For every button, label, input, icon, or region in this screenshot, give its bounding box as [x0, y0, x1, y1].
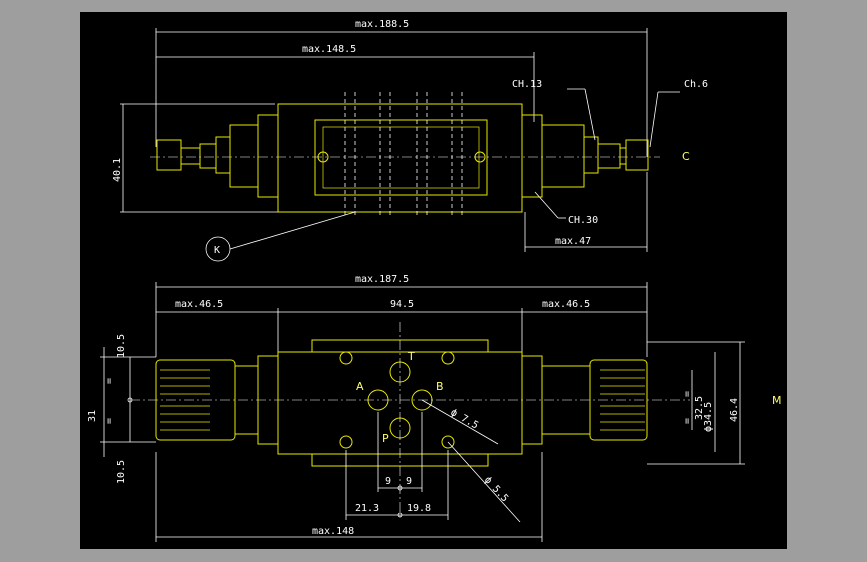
knob-left [156, 139, 182, 171]
dim-height-text: 40.1 [112, 158, 123, 182]
sleeve-left [229, 124, 259, 188]
dim-10-5-top: 10.5 [116, 334, 127, 358]
dim-9-right: 9 [406, 476, 412, 487]
dim-body-text: max.148.5 [302, 44, 356, 55]
knob-right [625, 139, 649, 171]
mount-hole-tl [339, 351, 353, 365]
stem-right [597, 143, 621, 169]
dim-overall-2-text: max.187.5 [355, 274, 409, 285]
port-b-label: B [436, 380, 444, 393]
top-view: max.188.5 max.148.5 40.1 [112, 19, 708, 262]
dim-eq-3: = [682, 391, 693, 397]
dim-34-5-text: ϕ34.5 [703, 402, 714, 432]
dim-phi75-text: ϕ 7.5 [449, 407, 481, 432]
knob-left-ribs [160, 369, 210, 431]
dim-ch13-text: CH.13 [512, 79, 542, 90]
dim-32-5-text: 32.5 [694, 396, 705, 420]
nut-right [521, 114, 543, 198]
dim-left-text: max.46.5 [175, 299, 223, 310]
mount-hole-bl [339, 435, 353, 449]
port-a-label: A [356, 380, 364, 393]
dim-right-text: max.46.5 [542, 299, 590, 310]
dim-31-text: 31 [87, 410, 98, 422]
lock-nut-right [583, 136, 599, 174]
valve-window [314, 119, 488, 196]
bottom-view: max.187.5 max.46.5 94.5 max.46.5 [87, 274, 782, 542]
dim-max148: max.148 [312, 526, 354, 537]
dim-46-4-text: 46.4 [729, 398, 740, 422]
valve-drawing: max.188.5 max.148.5 40.1 [87, 19, 782, 542]
port-t-label: T [407, 350, 415, 363]
nut-left [257, 114, 279, 198]
dim-19-8: 19.8 [407, 503, 431, 514]
mount-hole-tr [441, 351, 455, 365]
dim-eq-4: = [682, 418, 693, 424]
dim-overall-text: max.188.5 [355, 19, 409, 30]
dim-21-3: 21.3 [355, 503, 379, 514]
valve-window-inner [322, 126, 480, 189]
stem-left [199, 143, 217, 169]
label-m: M [772, 394, 782, 407]
dim-center-text: 94.5 [390, 299, 414, 310]
dim-ch6-text: Ch.6 [684, 79, 708, 90]
dim-eq-1: = [104, 378, 115, 384]
label-c: C [682, 150, 690, 163]
dim-phi55-text: ϕ 5.5 [482, 475, 510, 505]
dim-ch30-text: CH.30 [568, 215, 598, 226]
sleeve-right [541, 124, 585, 188]
lock-nut-left [215, 136, 231, 174]
port-p-label: P [382, 432, 389, 445]
cad-drawing-canvas: max.188.5 max.148.5 40.1 [80, 12, 787, 549]
dim-eq-2: = [104, 418, 115, 424]
knob-left-bottom [155, 359, 236, 441]
dim-10-5-bottom: 10.5 [116, 460, 127, 484]
dim-max47-text: max.47 [555, 236, 591, 247]
knob-right-ribs [600, 369, 645, 431]
callout-k-text: K [214, 245, 220, 256]
mount-hole-br [441, 435, 455, 449]
knob-right-bottom [589, 359, 648, 441]
dim-9-left: 9 [385, 476, 391, 487]
